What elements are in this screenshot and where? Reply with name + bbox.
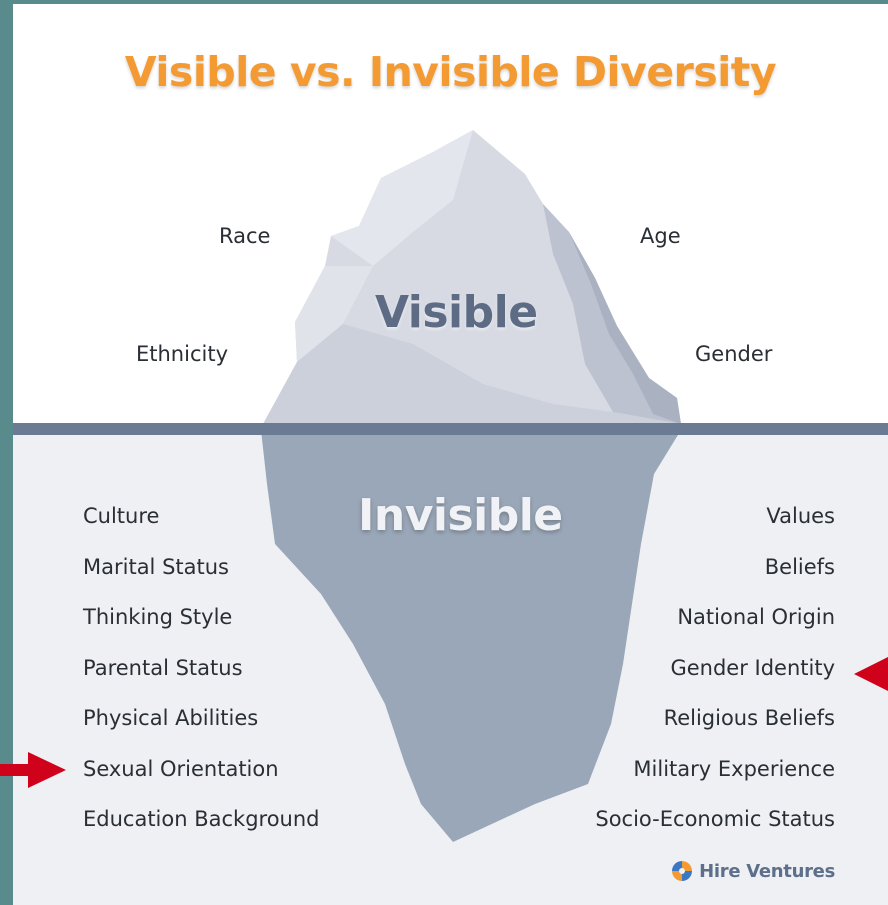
visible-heading: Visible bbox=[375, 287, 538, 338]
invisible-trait-left: Thinking Style bbox=[83, 605, 233, 629]
invisible-trait-right: Military Experience bbox=[633, 757, 835, 781]
right-pointing-red-arrow-icon bbox=[0, 752, 66, 788]
visible-trait: Race bbox=[219, 224, 271, 248]
invisible-trait-right: Values bbox=[766, 504, 835, 528]
iceberg-facet-shade-2 bbox=[569, 232, 681, 424]
iceberg-facet-light-2 bbox=[295, 266, 373, 362]
diagram-card: Visible vs. Invisible Diversity Visible … bbox=[13, 4, 888, 905]
invisible-trait-right: Religious Beliefs bbox=[663, 706, 835, 730]
visible-trait: Ethnicity bbox=[136, 342, 228, 366]
invisible-trait-left: Sexual Orientation bbox=[83, 757, 279, 781]
iceberg-facet-mid bbox=[263, 324, 681, 424]
left-pointing-red-arrow-icon bbox=[854, 657, 888, 691]
invisible-heading: Invisible bbox=[358, 490, 563, 541]
invisible-trait-left: Education Background bbox=[83, 807, 320, 831]
hire-ventures-logo-icon bbox=[672, 861, 693, 881]
invisible-trait-left: Parental Status bbox=[83, 656, 243, 680]
iceberg-facet-light bbox=[331, 130, 473, 266]
invisible-trait-right: Beliefs bbox=[764, 555, 835, 579]
diagram-title: Visible vs. Invisible Diversity bbox=[124, 48, 777, 96]
hire-ventures-logo: Hire Ventures bbox=[670, 859, 835, 883]
visible-trait: Gender bbox=[695, 342, 773, 366]
iceberg-underwater bbox=[261, 430, 681, 842]
visible-trait: Age bbox=[640, 224, 681, 248]
invisible-trait-left: Marital Status bbox=[83, 555, 229, 579]
brand-name: Hire Ventures bbox=[699, 860, 835, 882]
iceberg-facet-shade bbox=[543, 204, 681, 424]
waterline bbox=[13, 423, 888, 435]
iceberg-illustration bbox=[261, 130, 681, 842]
invisible-trait-right: National Origin bbox=[677, 605, 835, 629]
invisible-trait-left: Culture bbox=[83, 504, 160, 528]
invisible-trait-right: Gender Identity bbox=[670, 656, 835, 680]
invisible-trait-right: Socio-Economic Status bbox=[595, 807, 835, 831]
invisible-trait-left: Physical Abilities bbox=[83, 706, 259, 730]
